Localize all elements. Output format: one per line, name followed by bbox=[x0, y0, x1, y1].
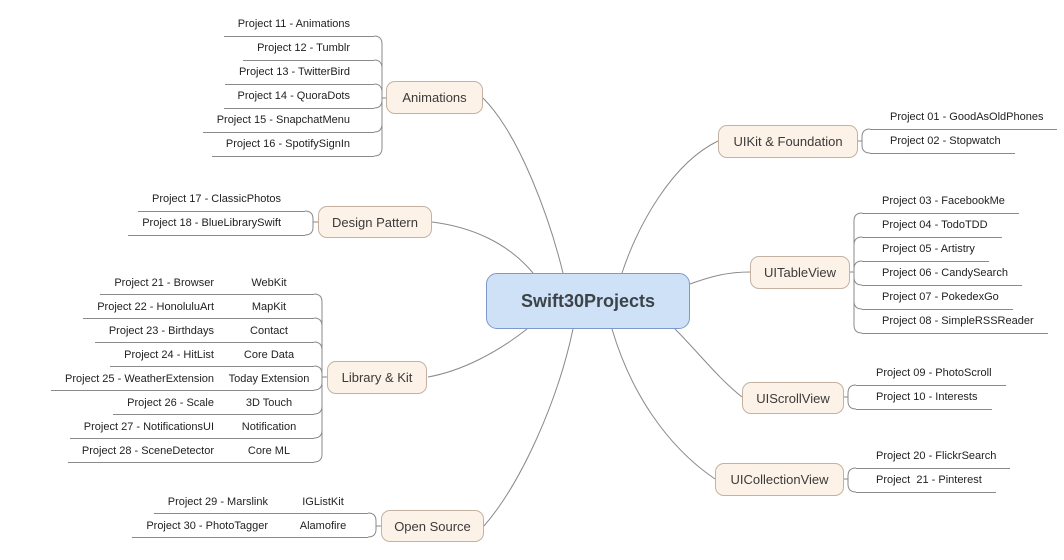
leaf-kit-label: MapKit bbox=[251, 300, 287, 313]
leaf-project-label: Project 29 - Marslink bbox=[167, 495, 268, 508]
leaf-project-08[interactable]: Project 08 - SimpleRSSReader bbox=[862, 311, 1048, 334]
leaf-project-03[interactable]: Project 03 - FacebookMe bbox=[862, 191, 1019, 214]
leaf-project-28[interactable]: Project 28 - SceneDetector Core ML bbox=[67, 440, 314, 463]
leaf-project-24[interactable]: Project 24 - HitList Core Data bbox=[110, 344, 314, 367]
leaf-project-label: Project 21 - Browser bbox=[114, 276, 214, 289]
branch-node-animations[interactable]: Animations bbox=[386, 81, 483, 114]
branch-node-uicollectionview[interactable]: UICollectionView bbox=[715, 463, 844, 496]
branch-node-open-source[interactable]: Open Source bbox=[381, 510, 484, 542]
leaf-project-17[interactable]: Project 17 - ClassicPhotos bbox=[138, 189, 305, 212]
leaf-project-label: Project 30 - PhotoTagger bbox=[146, 519, 268, 532]
leaf-project-18[interactable]: Project 18 - BlueLibrarySwift bbox=[128, 213, 305, 236]
branch-node-uikit-foundation[interactable]: UIKit & Foundation bbox=[718, 125, 858, 158]
leaf-project-label: Project 23 - Birthdays bbox=[108, 324, 214, 337]
branch-node-uitableview[interactable]: UITableView bbox=[750, 256, 850, 289]
leaf-project-label: Project 27 - NotificationsUI bbox=[83, 420, 214, 433]
leaf-project-06[interactable]: Project 06 - CandySearch bbox=[862, 263, 1022, 286]
leaf-project-29[interactable]: Project 29 - Marslink IGListKit bbox=[153, 491, 368, 514]
leaf-project-23[interactable]: Project 23 - Birthdays Contact bbox=[94, 320, 314, 343]
leaf-project-label: Project 24 - HitList bbox=[124, 348, 214, 361]
leaf-kit-label: WebKit bbox=[251, 276, 287, 289]
leaf-project-21[interactable]: Project 21 - Browser WebKit bbox=[100, 272, 314, 295]
leaf-project-12[interactable]: Project 12 - Tumblr bbox=[243, 38, 374, 61]
leaf-project-25[interactable]: Project 25 - WeatherExtension Today Exten… bbox=[51, 368, 314, 391]
leaf-project-label: Project 26 - Scale bbox=[127, 396, 214, 409]
leaf-project-13[interactable]: Project 13 - TwitterBird bbox=[224, 62, 374, 85]
leaf-kit-label: Today Extension bbox=[228, 372, 310, 385]
leaf-project-02[interactable]: Project 02 - Stopwatch bbox=[870, 131, 1015, 154]
leaf-project-04[interactable]: Project 04 - TodoTDD bbox=[862, 215, 1002, 238]
leaf-project-14[interactable]: Project 14 - QuoraDots bbox=[223, 86, 374, 109]
leaf-kit-label: Core Data bbox=[243, 348, 295, 361]
leaf-kit-label: IGListKit bbox=[302, 495, 344, 508]
leaf-project-label: Project 22 - HonoluluArt bbox=[97, 300, 214, 313]
leaf-project-05[interactable]: Project 05 - Artistry bbox=[862, 239, 989, 262]
branch-node-uiscrollview[interactable]: UIScrollView bbox=[742, 382, 844, 414]
leaf-kit-label: Core ML bbox=[247, 444, 291, 457]
leaf-project-26[interactable]: Project 26 - Scale 3D Touch bbox=[113, 392, 314, 415]
leaf-project-27[interactable]: Project 27 - NotificationsUI Notification bbox=[69, 416, 314, 439]
root-node-swift30projects[interactable]: Swift30Projects bbox=[486, 273, 690, 329]
leaf-project-11[interactable]: Project 11 - Animations bbox=[223, 14, 374, 37]
leaf-project-label: Project 25 - WeatherExtension bbox=[65, 372, 214, 385]
leaf-project-16[interactable]: Project 16 - SpotifySignIn bbox=[211, 134, 374, 157]
leaf-project-20[interactable]: Project 20 - FlickrSearch bbox=[856, 446, 1011, 469]
leaf-project-30[interactable]: Project 30 - PhotoTagger Alamofire bbox=[132, 515, 368, 538]
leaf-kit-label: Notification bbox=[241, 420, 297, 433]
leaf-kit-label: Contact bbox=[250, 324, 288, 337]
leaf-project-09[interactable]: Project 09 - PhotoScroll bbox=[856, 363, 1006, 386]
leaf-kit-label: 3D Touch bbox=[245, 396, 293, 409]
leaf-project-10[interactable]: Project 10 - Interests bbox=[856, 387, 992, 410]
leaf-project-15[interactable]: Project 15 - SnapchatMenu bbox=[202, 110, 374, 133]
branch-node-library-kit[interactable]: Library & Kit bbox=[327, 361, 427, 394]
leaf-project-label: Project 28 - SceneDetector bbox=[81, 444, 214, 457]
branch-node-design-pattern[interactable]: Design Pattern bbox=[318, 206, 432, 238]
leaf-project-07[interactable]: Project 07 - PokedexGo bbox=[862, 287, 1013, 310]
leaf-project-22[interactable]: Project 22 - HonoluluArt MapKit bbox=[83, 296, 314, 319]
leaf-project-21-pinterest[interactable]: Project 21 - Pinterest bbox=[856, 470, 996, 493]
leaf-kit-label: Alamofire bbox=[299, 519, 347, 532]
leaf-project-01[interactable]: Project 01 - GoodAsOldPhones bbox=[870, 107, 1058, 130]
